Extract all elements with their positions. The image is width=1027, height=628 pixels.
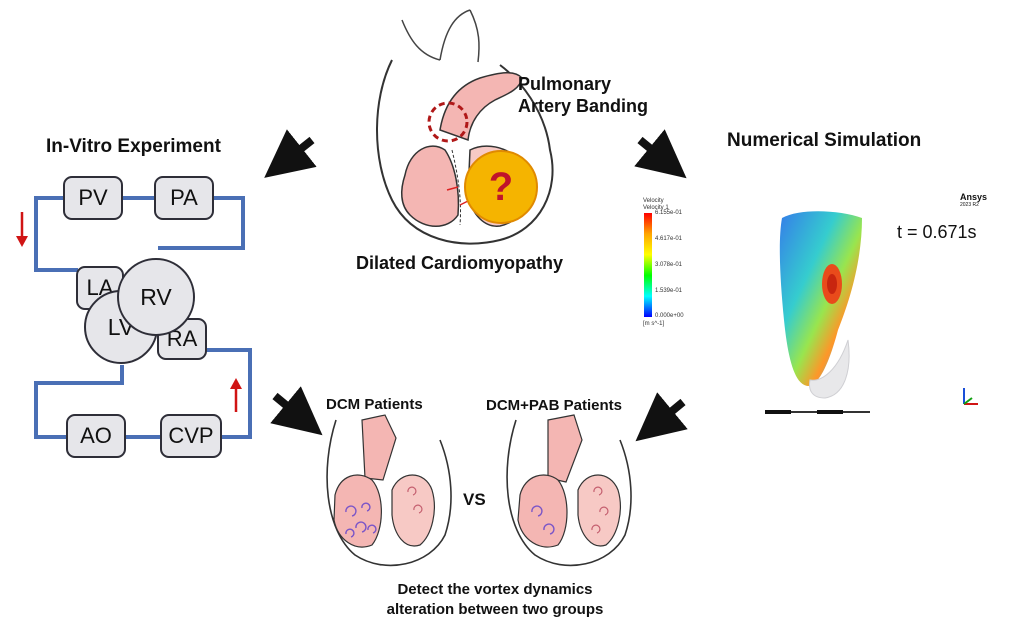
time-label: t = 0.671s	[897, 222, 977, 242]
colorbar-tick-2: 3.078e-01	[655, 262, 683, 268]
caption-line1: Detect the vortex dynamics	[397, 581, 593, 598]
colorbar-tick-4: 0.000e+00	[655, 313, 684, 319]
colorbar-title: Velocity Velocity 1	[643, 198, 669, 212]
banding-marker	[427, 101, 469, 143]
block-pv: PV	[63, 176, 123, 220]
question-mark-badge: ?	[464, 150, 538, 224]
block-pa: PA	[154, 176, 214, 220]
dcm-label: Dilated Cardiomyopathy	[356, 253, 564, 273]
pab-label-line2: Artery Banding	[518, 96, 649, 116]
colorbar-unit: [m s^-1]	[643, 321, 665, 327]
colorbar-title-line2: Velocity 1	[643, 205, 669, 211]
question-mark-text: ?	[488, 164, 514, 209]
block-rv: RV	[117, 258, 195, 336]
in-vitro-title: In-Vitro Experiment	[46, 136, 221, 157]
velocity-colorbar	[644, 213, 652, 317]
colorbar-tick-3: 1.539e-01	[655, 288, 683, 294]
dcm-pab-patients-label: DCM+PAB Patients	[486, 397, 622, 414]
numerical-simulation-title: Numerical Simulation	[727, 130, 922, 151]
ansys-version: 2023 R2	[960, 202, 979, 208]
caption-line2: alteration between two groups	[386, 601, 604, 618]
block-ao: AO	[66, 414, 126, 458]
colorbar-tick-0: 6.155e-01	[655, 210, 683, 216]
colorbar-title-line1: Velocity	[643, 198, 664, 204]
dcm-patients-label: DCM Patients	[326, 396, 423, 413]
block-cvp: CVP	[160, 414, 222, 458]
vs-label: VS	[463, 490, 486, 509]
pab-label-line1: Pulmonary	[518, 74, 612, 94]
colorbar-tick-1: 4.617e-01	[655, 236, 683, 242]
ansys-brand: Ansys	[960, 192, 988, 202]
bottom-caption: Detect the vortex dynamics alteration be…	[340, 580, 650, 620]
